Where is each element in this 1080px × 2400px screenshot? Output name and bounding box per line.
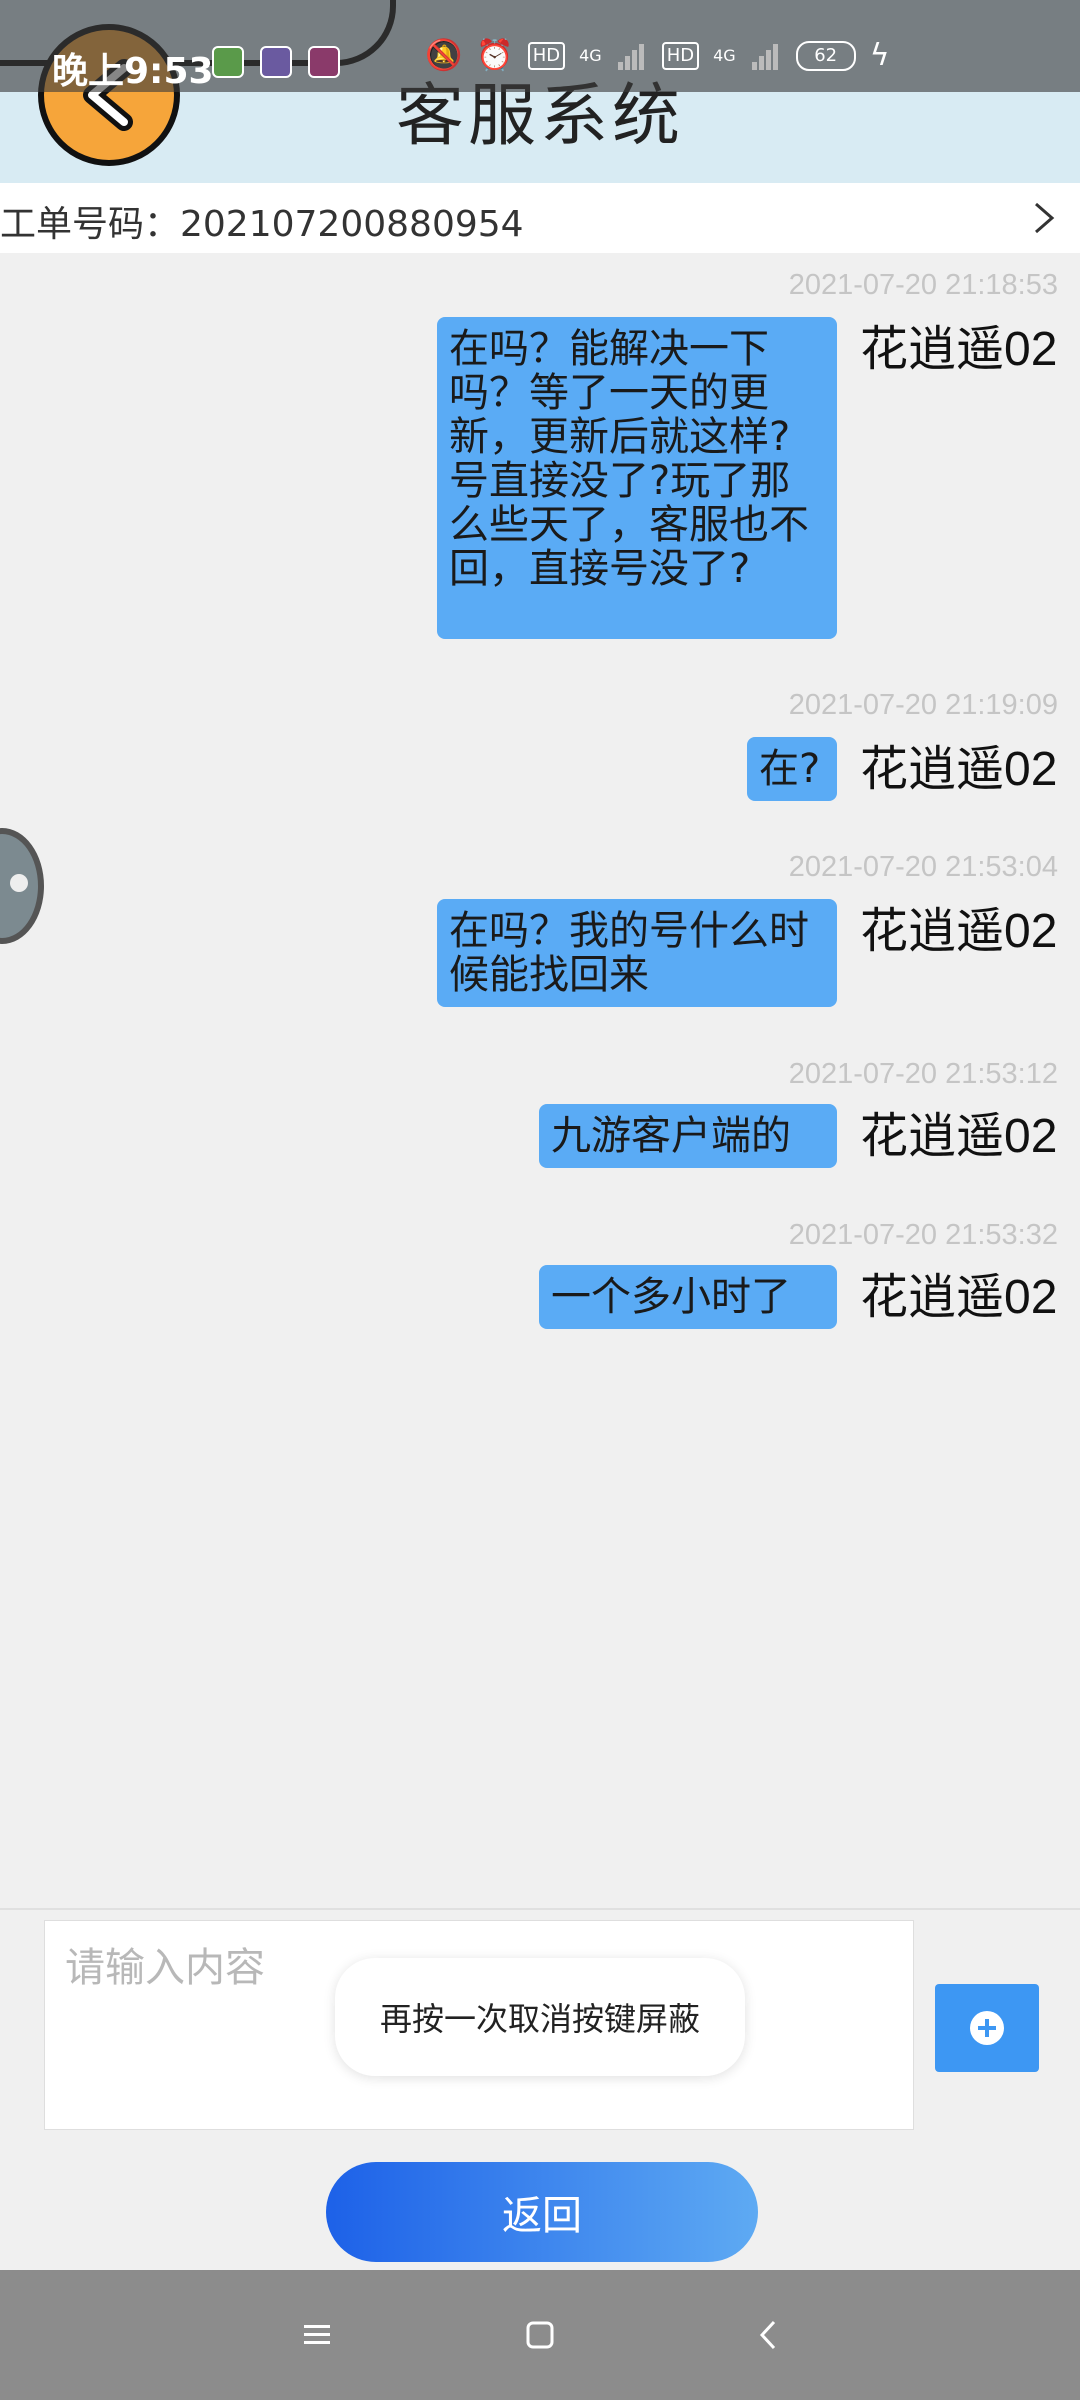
back-chevron-icon — [759, 2320, 776, 2350]
message-list[interactable]: 2021-07-20 21:18:53 在吗？能解决一下吗？等了一天的更新，更新… — [0, 253, 1080, 1908]
signal-icon — [617, 43, 644, 70]
menu-icon — [304, 2325, 330, 2344]
home-square-icon — [526, 2321, 554, 2349]
system-nav-bar — [0, 2270, 1080, 2400]
status-bar-overlay — [0, 0, 1080, 92]
message-timestamp: 2021-07-20 21:19:09 — [788, 689, 1058, 721]
message-timestamp: 2021-07-20 21:53:12 — [788, 1058, 1058, 1090]
status-indicators: 🔕 ⏰ HD 4G HD 4G 62 ϟ — [425, 38, 889, 73]
status-bar: 晚上9:53 🔕 ⏰ HD 4G HD 4G 62 ϟ — [0, 0, 1080, 92]
message-timestamp: 2021-07-20 21:18:53 — [788, 269, 1058, 301]
toast-message: 再按一次取消按键屏蔽 — [335, 1958, 745, 2076]
alarm-icon: ⏰ — [476, 38, 514, 73]
charging-icon: ϟ — [869, 38, 890, 73]
message-bubble[interactable]: 在吗？我的号什么时候能找回来 — [437, 899, 837, 1007]
avatar-eye — [10, 874, 28, 892]
message-bubble[interactable]: 九游客户端的 — [539, 1104, 837, 1168]
message-timestamp: 2021-07-20 21:53:32 — [788, 1219, 1058, 1251]
composer: 再按一次取消按键屏蔽 返回 — [0, 1908, 1080, 2272]
message-username: 花逍遥02 — [860, 1271, 1058, 1324]
status-time: 晚上9:53 — [52, 51, 214, 92]
hd-icon: HD — [527, 41, 566, 70]
nav-back-button[interactable] — [743, 2310, 793, 2360]
nav-menu-button[interactable] — [292, 2310, 342, 2360]
message-username: 花逍遥02 — [860, 743, 1058, 796]
return-button[interactable]: 返回 — [326, 2162, 758, 2262]
network-label: 4G — [713, 46, 736, 65]
message-timestamp: 2021-07-20 21:53:04 — [788, 851, 1058, 883]
message-bubble[interactable]: 一个多小时了 — [539, 1265, 837, 1329]
app-notification-icon — [212, 46, 244, 78]
signal-icon — [751, 43, 778, 70]
nav-home-button[interactable] — [515, 2310, 565, 2360]
chevron-right-icon — [1035, 202, 1055, 234]
app-header: 客服系统 — [0, 0, 1080, 183]
ticket-number: 工单号码：202107200880954 — [0, 204, 524, 245]
app-notification-icon — [308, 46, 340, 78]
network-label: 4G — [579, 46, 602, 65]
add-button[interactable] — [935, 1984, 1039, 2072]
message-username: 花逍遥02 — [860, 1110, 1058, 1163]
message-bubble[interactable]: 在? — [747, 737, 837, 801]
plus-circle-icon — [970, 2011, 1004, 2045]
battery-icon: 62 — [795, 40, 856, 71]
hd-icon: HD — [661, 41, 700, 70]
ticket-bar[interactable]: 工单号码：202107200880954 — [0, 183, 1080, 253]
mute-icon: 🔕 — [425, 38, 463, 73]
message-username: 花逍遥02 — [860, 323, 1058, 376]
message-username: 花逍遥02 — [860, 905, 1058, 958]
message-bubble[interactable]: 在吗？能解决一下吗？等了一天的更新，更新后就这样?号直接没了?玩了那么些天了，客… — [437, 317, 837, 639]
app-notification-icon — [260, 46, 292, 78]
notification-icons — [212, 46, 340, 78]
